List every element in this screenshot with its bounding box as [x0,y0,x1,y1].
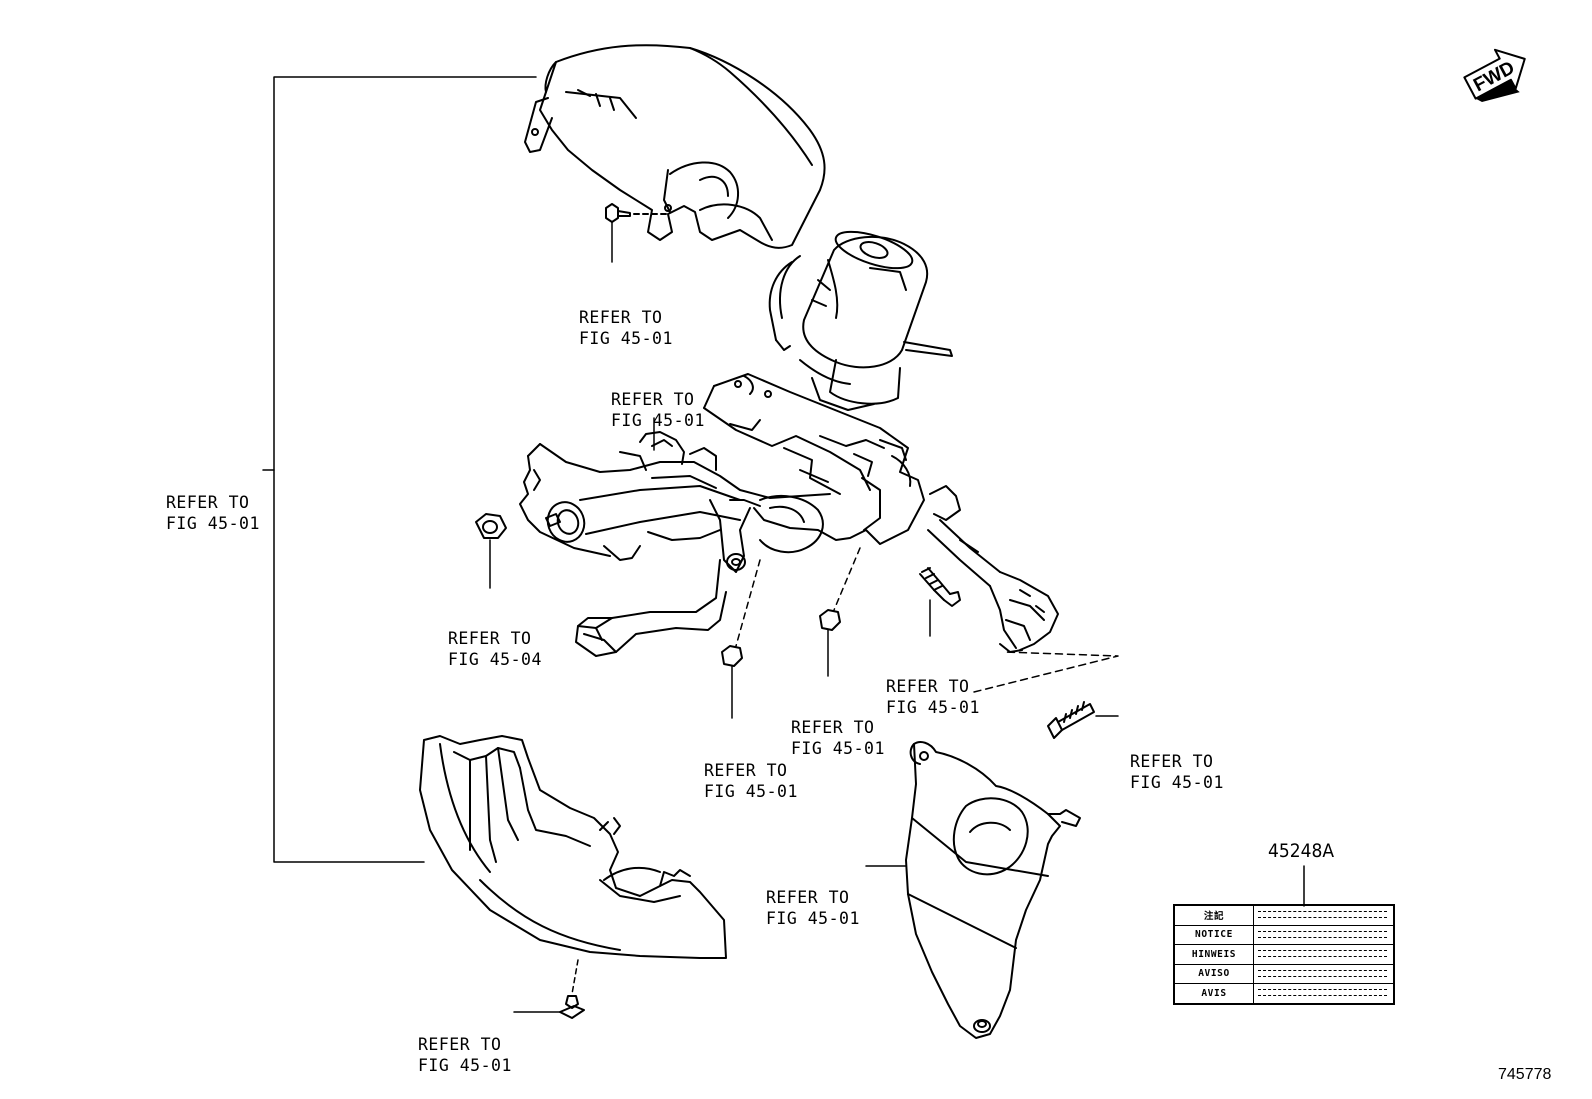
nut-lower [721,559,761,719]
bolt-right [919,567,961,637]
lower-cover-screw [513,959,585,1019]
nut [475,513,507,589]
eps-motor [768,230,953,411]
notice-row: HINWEIS [1175,945,1393,965]
nut-center [819,547,861,677]
notice-row: 注記 [1175,906,1393,926]
tilt-lever [575,499,751,657]
lower-column-cover [419,735,727,959]
bolt-far-right [973,651,1119,739]
intermediate-shaft [927,485,1059,653]
notice-label: 注記 NOTICE HINWEIS AVISO AVIS [1173,904,1395,1005]
fwd-arrow-icon: FWD [1463,48,1526,103]
figure-number: 745778 [1498,1066,1552,1083]
part-number: 45248A [1268,840,1335,862]
column-hole-cover [865,741,1081,1039]
upper-column-cover [524,44,826,249]
notice-row: AVISO [1175,964,1393,984]
notice-row: AVIS [1175,984,1393,1003]
upper-cover-screw [605,203,669,263]
steering-column-housing [703,373,925,545]
leader-lines [653,417,1305,907]
column-tube-shaft [519,431,831,561]
notice-row: NOTICE [1175,925,1393,945]
cover-group-bracket [262,76,537,863]
